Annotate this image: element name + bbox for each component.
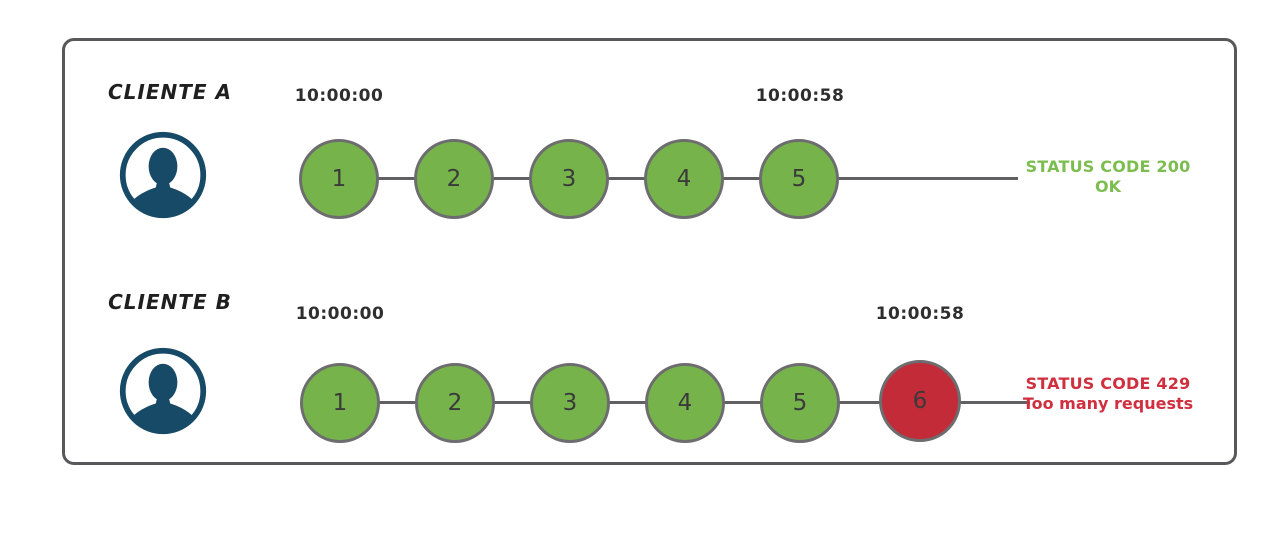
- diagram-frame: [62, 38, 1237, 465]
